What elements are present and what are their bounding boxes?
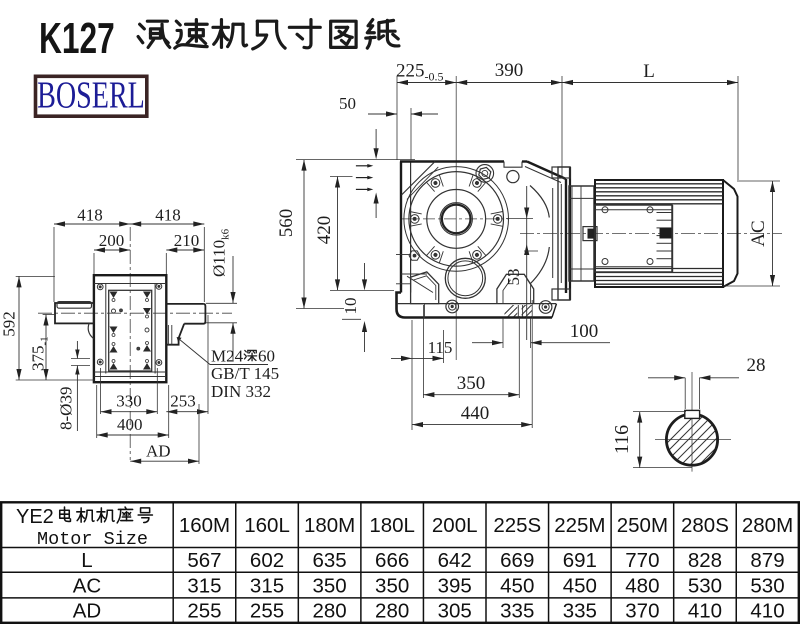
svg-text:115: 115 xyxy=(428,338,453,357)
svg-text:350: 350 xyxy=(375,575,409,598)
svg-text:225S: 225S xyxy=(493,514,541,537)
svg-text:635: 635 xyxy=(312,549,346,572)
svg-text:280M: 280M xyxy=(742,514,793,537)
svg-text:335: 335 xyxy=(563,600,597,623)
svg-text:335: 335 xyxy=(500,600,534,623)
svg-text:879: 879 xyxy=(750,549,784,572)
svg-text:60: 60 xyxy=(258,347,275,366)
svg-text:390: 390 xyxy=(495,60,524,81)
svg-text:AC: AC xyxy=(748,220,769,246)
svg-text:160L: 160L xyxy=(244,514,290,537)
svg-text:280: 280 xyxy=(312,600,346,623)
svg-text:315: 315 xyxy=(187,575,221,598)
svg-text:530: 530 xyxy=(750,575,784,598)
svg-text:315: 315 xyxy=(250,575,284,598)
svg-text:410: 410 xyxy=(688,600,722,623)
svg-text:180M: 180M xyxy=(304,514,355,537)
svg-text:L: L xyxy=(643,61,655,82)
svg-text:50: 50 xyxy=(339,94,356,113)
svg-text:160M: 160M xyxy=(179,514,230,537)
svg-text:480: 480 xyxy=(625,575,659,598)
svg-text:180L: 180L xyxy=(369,514,415,537)
svg-text:350: 350 xyxy=(312,575,346,598)
svg-text:410: 410 xyxy=(750,600,784,623)
svg-text:253: 253 xyxy=(170,392,196,411)
svg-text:255: 255 xyxy=(250,600,284,623)
svg-text:602: 602 xyxy=(250,549,284,572)
svg-text:250M: 250M xyxy=(617,514,668,537)
svg-text:418: 418 xyxy=(77,206,103,225)
svg-text:53: 53 xyxy=(504,269,523,286)
svg-text:225-0.5: 225-0.5 xyxy=(396,61,444,84)
svg-text:BOSERL: BOSERL xyxy=(37,74,145,116)
svg-text:M24: M24 xyxy=(211,347,244,366)
svg-text:642: 642 xyxy=(438,549,472,572)
svg-text:691: 691 xyxy=(563,549,597,572)
svg-text:Motor Size: Motor Size xyxy=(37,529,148,550)
svg-text:280: 280 xyxy=(375,600,409,623)
svg-text:10: 10 xyxy=(341,298,360,315)
svg-text:GB/T 145: GB/T 145 xyxy=(211,364,279,383)
svg-text:225M: 225M xyxy=(554,514,605,537)
svg-text:Ø110k6: Ø110k6 xyxy=(210,228,232,277)
svg-text:669: 669 xyxy=(500,549,534,572)
svg-text:567: 567 xyxy=(187,549,221,572)
svg-text:666: 666 xyxy=(375,549,409,572)
svg-text:418: 418 xyxy=(155,206,181,225)
svg-text:DIN 332: DIN 332 xyxy=(211,382,271,401)
svg-text:YE2: YE2 xyxy=(16,506,54,528)
svg-text:440: 440 xyxy=(461,403,490,424)
svg-text:116: 116 xyxy=(611,425,633,454)
svg-text:350: 350 xyxy=(457,373,486,394)
svg-text:828: 828 xyxy=(688,549,722,572)
svg-text:420: 420 xyxy=(314,216,335,245)
svg-text:305: 305 xyxy=(438,600,472,623)
svg-text:280S: 280S xyxy=(681,514,729,537)
svg-text:330: 330 xyxy=(116,392,142,411)
svg-text:370: 370 xyxy=(625,600,659,623)
svg-text:400: 400 xyxy=(117,415,143,434)
svg-text:530: 530 xyxy=(688,575,722,598)
svg-text:AD: AD xyxy=(146,442,171,461)
svg-text:560: 560 xyxy=(276,209,297,238)
svg-text:28: 28 xyxy=(747,355,766,376)
svg-text:AD: AD xyxy=(73,600,101,623)
svg-text:210: 210 xyxy=(174,231,200,250)
svg-text:L: L xyxy=(81,549,92,572)
svg-text:450: 450 xyxy=(500,575,534,598)
svg-text:200: 200 xyxy=(99,231,125,250)
svg-text:8-Ø39: 8-Ø39 xyxy=(57,387,76,430)
svg-text:592: 592 xyxy=(0,311,19,337)
svg-text:AC: AC xyxy=(73,575,102,598)
svg-text:395: 395 xyxy=(438,575,472,598)
svg-text:200L: 200L xyxy=(432,514,478,537)
svg-text:K127: K127 xyxy=(39,14,115,63)
svg-text:450: 450 xyxy=(563,575,597,598)
svg-text:255: 255 xyxy=(187,600,221,623)
svg-text:770: 770 xyxy=(625,549,659,572)
svg-text:100: 100 xyxy=(570,321,599,342)
svg-text:375-1: 375-1 xyxy=(29,336,51,371)
